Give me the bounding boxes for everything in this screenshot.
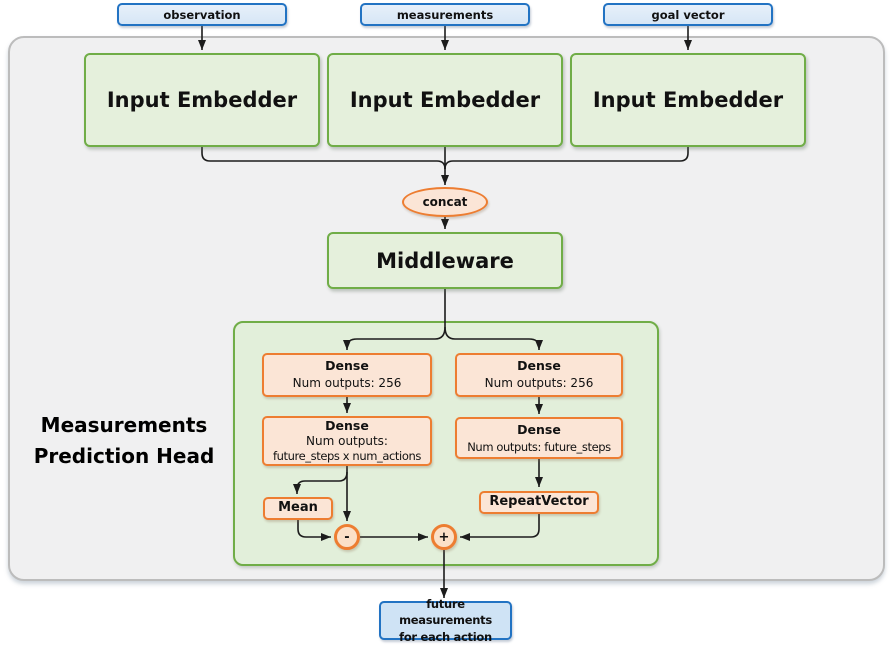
concat-node: concat bbox=[402, 187, 488, 217]
dense-measure-1: Dense Num outputs: 256 bbox=[455, 353, 623, 397]
input-box-measurements: measurements bbox=[360, 3, 530, 26]
input-box-goal-vector: goal vector bbox=[603, 3, 773, 26]
input-embedder-label: Input Embedder bbox=[592, 88, 784, 112]
add-label: + bbox=[438, 529, 450, 545]
input-embedder-label: Input Embedder bbox=[106, 88, 298, 112]
dense-num-outputs-value: future_steps x num_actions bbox=[273, 449, 421, 464]
output-label-line1: future measurements bbox=[399, 597, 492, 628]
middleware-label: Middleware bbox=[376, 248, 514, 273]
add-operator: + bbox=[431, 524, 457, 550]
dense-num-outputs: Num outputs: 256 bbox=[484, 376, 594, 391]
mean-node: Mean bbox=[263, 497, 333, 520]
input-label-goal-vector: goal vector bbox=[651, 7, 725, 22]
output-label-line2: for each action bbox=[399, 629, 492, 644]
dense-title: Dense bbox=[325, 358, 369, 374]
input-box-observation: observation bbox=[117, 3, 287, 26]
dense-action-1: Dense Num outputs: 256 bbox=[262, 353, 432, 397]
dense-title: Dense bbox=[325, 417, 369, 433]
dense-measure-2: Dense Num outputs: future_steps bbox=[455, 417, 623, 459]
dense-num-outputs: Num outputs: 256 bbox=[292, 376, 402, 391]
head-group-label-line2: Prediction Head bbox=[33, 444, 215, 468]
head-group-label: Measurements Prediction Head bbox=[24, 410, 224, 472]
input-embedder-label: Input Embedder bbox=[349, 88, 541, 112]
concat-label: concat bbox=[422, 195, 468, 209]
subtract-label: - bbox=[344, 529, 350, 545]
output-box-future-measurements: future measurements for each action bbox=[379, 597, 512, 644]
input-label-observation: observation bbox=[163, 7, 241, 22]
input-embedder-observation: Input Embedder bbox=[84, 53, 320, 147]
dense-title: Dense bbox=[517, 421, 561, 437]
mean-label: Mean bbox=[278, 500, 318, 516]
head-group-label-line1: Measurements bbox=[40, 413, 208, 437]
dense-num-outputs: Num outputs: future_steps bbox=[467, 439, 611, 454]
dense-title: Dense bbox=[517, 358, 561, 374]
input-label-measurements: measurements bbox=[396, 7, 494, 22]
input-embedder-measurements: Input Embedder bbox=[327, 53, 563, 147]
repeat-vector-node: RepeatVector bbox=[479, 491, 599, 514]
middleware-node: Middleware bbox=[327, 232, 563, 289]
subtract-operator: - bbox=[334, 524, 360, 550]
dense-action-2: Dense Num outputs: future_steps x num_ac… bbox=[262, 416, 432, 466]
repeat-vector-label: RepeatVector bbox=[489, 494, 589, 510]
dense-num-outputs: Num outputs: bbox=[306, 433, 388, 448]
input-embedder-goal-vector: Input Embedder bbox=[570, 53, 806, 147]
